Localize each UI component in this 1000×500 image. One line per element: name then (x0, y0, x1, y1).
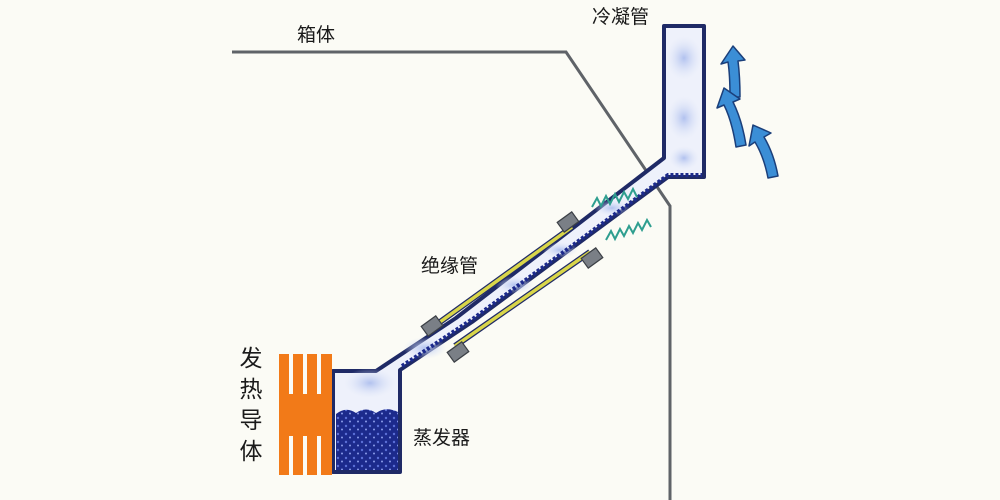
bellows-spring-upper (591, 186, 638, 209)
heat-conductor-label-char: 热 (239, 377, 263, 403)
heat-conductor-label-char: 导 (239, 408, 263, 434)
tube-connectors (420, 211, 604, 363)
heat-conductor-label-char: 体 (239, 439, 263, 465)
heat-conductor (279, 354, 332, 475)
heat-conductor-label: 发 热 导 体 (237, 344, 265, 468)
condenser-label: 冷凝管 (592, 6, 650, 28)
upward-airflow-arrow-icon (716, 45, 779, 179)
box-outline (232, 50, 672, 500)
heat-conductor-label-char: 发 (239, 346, 263, 372)
evaporator-label: 蒸发器 (413, 427, 471, 449)
box-label: 箱体 (297, 24, 336, 46)
vapor-bubbles (344, 36, 702, 398)
evaporator-liquid (336, 409, 398, 470)
return-wick (400, 173, 702, 368)
insulating-tube (438, 224, 592, 349)
bellows-spring-lower (605, 217, 652, 242)
heat-pipe-body (331, 24, 706, 474)
insulating-tube-label: 绝缘管 (421, 255, 479, 277)
